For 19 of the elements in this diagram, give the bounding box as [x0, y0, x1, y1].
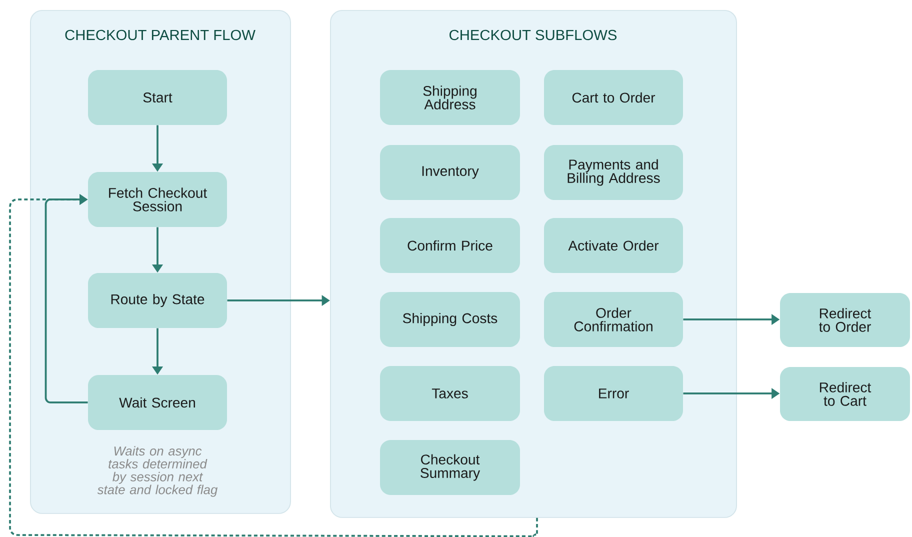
process-box: Fetch Checkout Session	[88, 172, 227, 227]
process-box: Activate Order	[544, 218, 683, 273]
process-box: Shipping Address	[380, 70, 520, 125]
process-box: Redirect to Order	[780, 292, 910, 347]
process-box: Payments and Billing Address	[544, 145, 683, 200]
process-box: Order Confirmation	[544, 292, 683, 347]
process-box: Inventory	[380, 145, 520, 200]
process-box: Route by State	[88, 272, 227, 328]
process-box: Checkout Summary	[380, 440, 520, 495]
process-box: Taxes	[380, 366, 520, 421]
process-box: Error	[544, 366, 683, 421]
dashed-arrow	[9, 194, 538, 537]
note-text: Waits on async tasks determined by session next state and locked flag	[97, 446, 218, 497]
process-box: Confirm Price	[380, 218, 520, 273]
process-box: Cart to Order	[544, 70, 683, 125]
process-box: Shipping Costs	[380, 292, 520, 347]
process-box: Wait Screen	[88, 374, 227, 430]
process-box: Redirect to Cart	[780, 366, 910, 421]
process-box: Start	[88, 70, 227, 125]
